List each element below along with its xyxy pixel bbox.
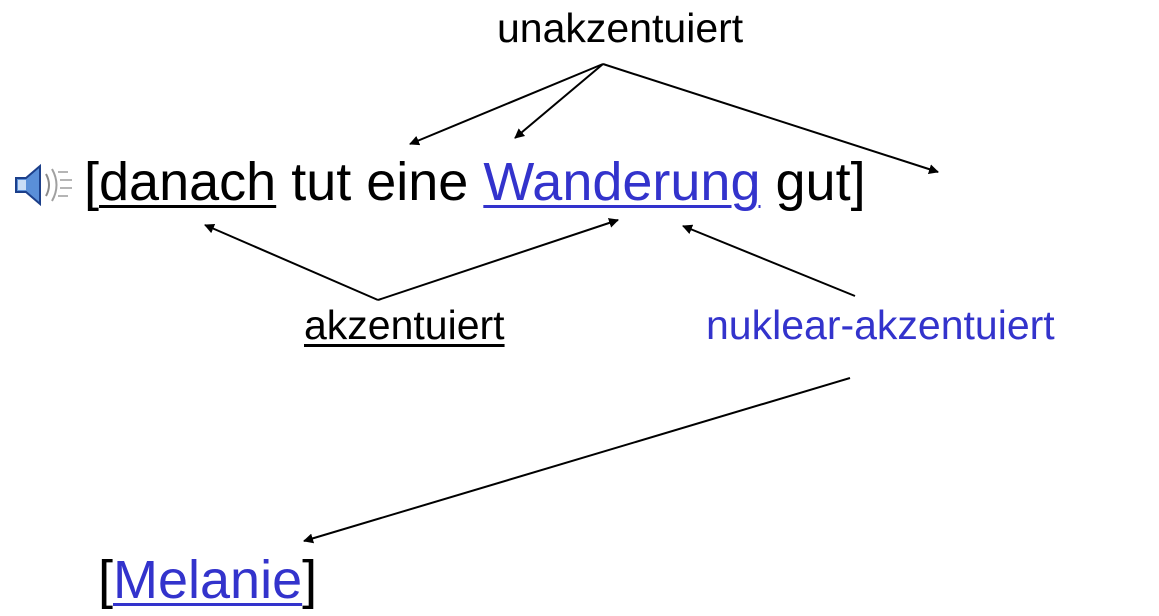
end-text: gut]	[760, 152, 866, 212]
arrow-unaccented-to-tut	[409, 63, 604, 146]
arrow-nuclear-to-melanie	[303, 377, 851, 544]
word-danach: danach	[99, 152, 277, 212]
open-bracket-2: [	[98, 550, 114, 610]
word-melanie[interactable]: Melanie	[113, 550, 303, 610]
sentence-main: [danach tut eine Wanderung gut]	[84, 155, 866, 209]
arrow-accented-to-wanderung	[377, 218, 619, 301]
speaker-icon[interactable]	[10, 160, 76, 210]
open-bracket: [	[84, 152, 100, 212]
sentence-melanie: [Melanie]	[98, 553, 317, 607]
word-wanderung[interactable]: Wanderung	[483, 152, 761, 212]
arrow-accented-to-danach	[204, 223, 379, 301]
label-unaccented: unakzentuiert	[497, 5, 744, 51]
arrow-unaccented-to-gut	[602, 63, 939, 174]
arrow-unaccented-to-eine	[514, 63, 604, 139]
close-bracket-2: ]	[302, 550, 318, 610]
label-nuclear-accented: nuklear-akzentuiert	[706, 302, 1055, 348]
label-accented: akzentuiert	[304, 302, 505, 348]
middle-text: tut eine	[276, 152, 484, 212]
arrow-nuclear-to-wanderung	[682, 224, 856, 297]
